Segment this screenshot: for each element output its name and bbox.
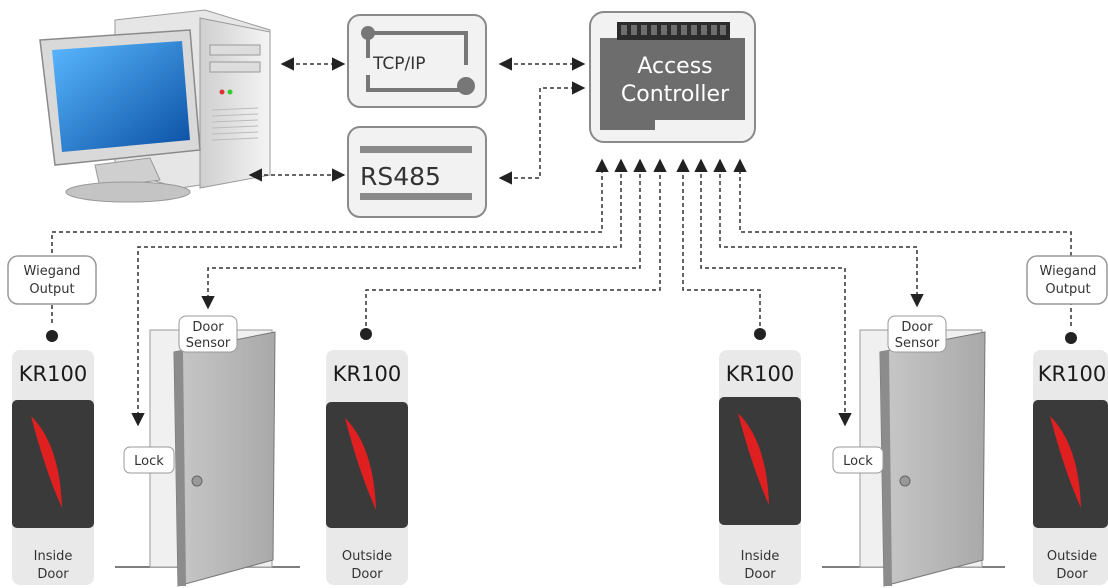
right-outside-line1: Outside: [1047, 549, 1097, 564]
left-wiegand-line2: Output: [29, 282, 74, 297]
right-door: [822, 329, 1005, 587]
left-wiegand-terminal: [46, 330, 58, 342]
right-inside-reader-model: KR100: [726, 362, 794, 386]
controller-label-line2: Controller: [621, 82, 730, 107]
right-door-handle: [899, 475, 911, 487]
left-inside-reader: KR100 Inside Door: [12, 350, 94, 585]
left-door-sensor-line2: Sensor: [186, 336, 231, 351]
right-wiegand-terminal: [1065, 332, 1077, 344]
right-door-sensor-line1: Door: [901, 320, 933, 335]
left-wiegand-line1: Wiegand: [24, 264, 81, 279]
right-lock-tag: Lock: [832, 446, 884, 474]
tcpip-label: TCP/IP: [372, 54, 426, 74]
rs485-module: RS485: [347, 126, 487, 218]
left-outside-reader-model: KR100: [333, 362, 401, 386]
access-controller: Access Controller: [589, 11, 756, 143]
right-inside-line1: Inside: [741, 549, 780, 564]
controller-label-line1: Access: [637, 54, 712, 79]
right-lock-label: Lock: [843, 454, 873, 469]
right-inside-line2: Door: [744, 567, 776, 582]
right-outside-line2: Door: [1056, 567, 1088, 582]
left-inside-line1: Inside: [34, 549, 73, 564]
right-door-sensor-line2: Sensor: [895, 336, 940, 351]
left-outside-line1: Outside: [342, 549, 392, 564]
left-door-sensor-tag: Door Sensor: [178, 315, 238, 353]
right-outside-reader: KR100 Outside Door: [1033, 350, 1108, 585]
right-wiegand-line2: Output: [1045, 282, 1090, 297]
left-inside-line2: Door: [37, 567, 69, 582]
left-outside-terminal: [360, 328, 372, 340]
left-outside-reader: KR100 Outside Door: [326, 350, 408, 585]
right-inside-terminal: [754, 328, 766, 340]
left-wiegand-tag: Wiegand Output: [7, 255, 97, 305]
tcpip-module: TCP/IP: [347, 14, 487, 108]
right-wiegand-tag: Wiegand Output: [1026, 255, 1108, 305]
left-lock-label: Lock: [134, 454, 164, 469]
rs485-label: RS485: [360, 162, 441, 191]
left-door-sensor-line1: Door: [192, 320, 224, 335]
field-wiring: [51, 158, 1072, 427]
left-outside-line2: Door: [351, 567, 383, 582]
right-wiegand-line1: Wiegand: [1040, 264, 1097, 279]
computer-icon: [39, 9, 271, 203]
left-door-handle: [191, 475, 203, 487]
left-door: [115, 329, 300, 587]
left-lock-tag: Lock: [123, 446, 175, 474]
right-outside-reader-model: KR100: [1038, 362, 1106, 386]
right-inside-reader: KR100 Inside Door: [719, 350, 801, 585]
right-door-sensor-tag: Door Sensor: [887, 315, 947, 353]
left-inside-reader-model: KR100: [19, 362, 87, 386]
